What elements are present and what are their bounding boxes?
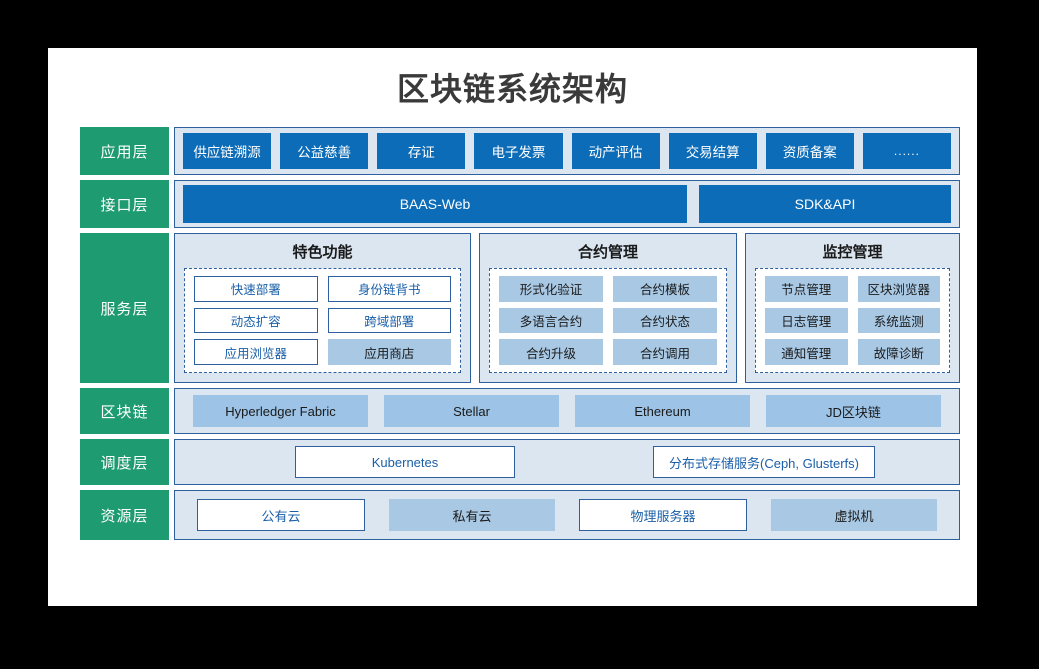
layer-row-interface: 接口层 BAAS-Web SDK&API xyxy=(80,180,960,228)
resource-item-public-cloud[interactable]: 公有云 xyxy=(197,499,365,531)
service-chip-fast-deploy[interactable]: 快速部署 xyxy=(194,276,318,302)
scheduling-item-kubernetes[interactable]: Kubernetes xyxy=(295,446,515,478)
architecture-stack: 应用层 供应链溯源 公益慈善 存证 电子发票 动产评估 交易结算 资质备案 ..… xyxy=(80,127,960,545)
layer-row-scheduling: 调度层 Kubernetes 分布式存储服务(Ceph, Glusterfs) xyxy=(80,439,960,485)
app-item-movable-asset-valuation[interactable]: 动产评估 xyxy=(571,133,660,169)
layer-body-resource: 公有云 私有云 物理服务器 虚拟机 xyxy=(174,490,960,540)
service-chip-contract-state[interactable]: 合约状态 xyxy=(613,307,717,334)
service-group-items-contract: 形式化验证 合约模板 多语言合约 合约状态 合约升级 合约调用 xyxy=(489,268,727,373)
layer-body-application: 供应链溯源 公益慈善 存证 电子发票 动产评估 交易结算 资质备案 ...... xyxy=(174,127,960,175)
service-group-monitoring: 监控管理 节点管理 区块浏览器 日志管理 系统监测 通知管理 故障诊断 xyxy=(745,233,960,383)
layer-body-service: 特色功能 快速部署 身份链背书 动态扩容 跨域部署 应用浏览器 应用商店 合约管… xyxy=(174,233,960,383)
app-item-transaction-settlement[interactable]: 交易结算 xyxy=(668,133,757,169)
diagram-panel: 区块链系统架构 应用层 供应链溯源 公益慈善 存证 电子发票 动产评估 交易结算… xyxy=(48,48,977,606)
page-title: 区块链系统架构 xyxy=(396,71,628,107)
scheduling-item-distributed-storage[interactable]: 分布式存储服务(Ceph, Glusterfs) xyxy=(653,446,875,478)
resource-item-virtual-machine[interactable]: 虚拟机 xyxy=(771,499,937,531)
service-group-title-contract: 合约管理 xyxy=(577,244,638,261)
service-chip-app-store[interactable]: 应用商店 xyxy=(327,339,451,365)
service-group-items-monitoring: 节点管理 区块浏览器 日志管理 系统监测 通知管理 故障诊断 xyxy=(755,268,950,373)
service-chip-contract-invocation[interactable]: 合约调用 xyxy=(613,339,717,365)
layer-label-interface: 接口层 xyxy=(80,180,169,228)
app-item-charity[interactable]: 公益慈善 xyxy=(280,133,369,169)
service-group-items-features: 快速部署 身份链背书 动态扩容 跨域部署 应用浏览器 应用商店 xyxy=(184,268,461,373)
blockchain-item-jd-blockchain[interactable]: JD区块链 xyxy=(766,395,941,427)
service-chip-fault-diagnosis[interactable]: 故障诊断 xyxy=(857,339,940,365)
interface-item-sdk-api[interactable]: SDK&API xyxy=(699,185,951,223)
layer-label-blockchain: 区块链 xyxy=(80,388,169,434)
app-item-qualification-filing[interactable]: 资质备案 xyxy=(765,133,854,169)
service-chip-node-management[interactable]: 节点管理 xyxy=(765,276,848,302)
service-chip-multi-language-contract[interactable]: 多语言合约 xyxy=(499,307,603,334)
app-item-more[interactable]: ...... xyxy=(862,133,951,169)
service-group-features: 特色功能 快速部署 身份链背书 动态扩容 跨域部署 应用浏览器 应用商店 xyxy=(174,233,471,383)
layer-body-blockchain: Hyperledger Fabric Stellar Ethereum JD区块… xyxy=(174,388,960,434)
service-group-title-features: 特色功能 xyxy=(292,244,353,261)
service-chip-contract-template[interactable]: 合约模板 xyxy=(613,276,717,302)
app-item-e-invoice[interactable]: 电子发票 xyxy=(474,133,563,169)
layer-label-application: 应用层 xyxy=(80,127,169,175)
resource-item-private-cloud[interactable]: 私有云 xyxy=(389,499,555,531)
interface-item-baas-web[interactable]: BAAS-Web xyxy=(183,185,687,223)
layer-body-scheduling: Kubernetes 分布式存储服务(Ceph, Glusterfs) xyxy=(174,439,960,485)
layer-row-application: 应用层 供应链溯源 公益慈善 存证 电子发票 动产评估 交易结算 资质备案 ..… xyxy=(80,127,960,175)
layer-row-blockchain: 区块链 Hyperledger Fabric Stellar Ethereum … xyxy=(80,388,960,434)
layer-label-scheduling: 调度层 xyxy=(80,439,169,485)
service-chip-app-browser[interactable]: 应用浏览器 xyxy=(194,339,318,365)
layer-label-resource: 资源层 xyxy=(80,490,169,540)
service-group-title-monitoring: 监控管理 xyxy=(822,244,883,261)
layer-row-service: 服务层 特色功能 快速部署 身份链背书 动态扩容 跨域部署 应用浏览器 应用商店 xyxy=(80,233,960,383)
service-chip-contract-upgrade[interactable]: 合约升级 xyxy=(499,339,603,365)
service-chip-dynamic-scaling[interactable]: 动态扩容 xyxy=(194,307,318,334)
layer-body-interface: BAAS-Web SDK&API xyxy=(174,180,960,228)
blockchain-item-hyperledger-fabric[interactable]: Hyperledger Fabric xyxy=(193,395,368,427)
layer-label-service: 服务层 xyxy=(80,233,169,383)
service-chip-block-explorer[interactable]: 区块浏览器 xyxy=(857,276,940,302)
service-group-contract: 合约管理 形式化验证 合约模板 多语言合约 合约状态 合约升级 合约调用 xyxy=(479,233,737,383)
layer-row-resource: 资源层 公有云 私有云 物理服务器 虚拟机 xyxy=(80,490,960,540)
service-chip-system-monitoring[interactable]: 系统监测 xyxy=(857,307,940,334)
blockchain-item-stellar[interactable]: Stellar xyxy=(384,395,559,427)
app-item-supply-chain[interactable]: 供应链溯源 xyxy=(183,133,272,169)
service-chip-log-management[interactable]: 日志管理 xyxy=(765,307,848,334)
blockchain-item-ethereum[interactable]: Ethereum xyxy=(575,395,750,427)
app-item-deposit-certificate[interactable]: 存证 xyxy=(377,133,466,169)
service-chip-formal-verification[interactable]: 形式化验证 xyxy=(499,276,603,302)
service-chip-identity-endorsement[interactable]: 身份链背书 xyxy=(327,276,451,302)
service-chip-cross-domain-deploy[interactable]: 跨域部署 xyxy=(327,307,451,334)
resource-item-physical-server[interactable]: 物理服务器 xyxy=(579,499,747,531)
service-chip-notification-management[interactable]: 通知管理 xyxy=(765,339,848,365)
